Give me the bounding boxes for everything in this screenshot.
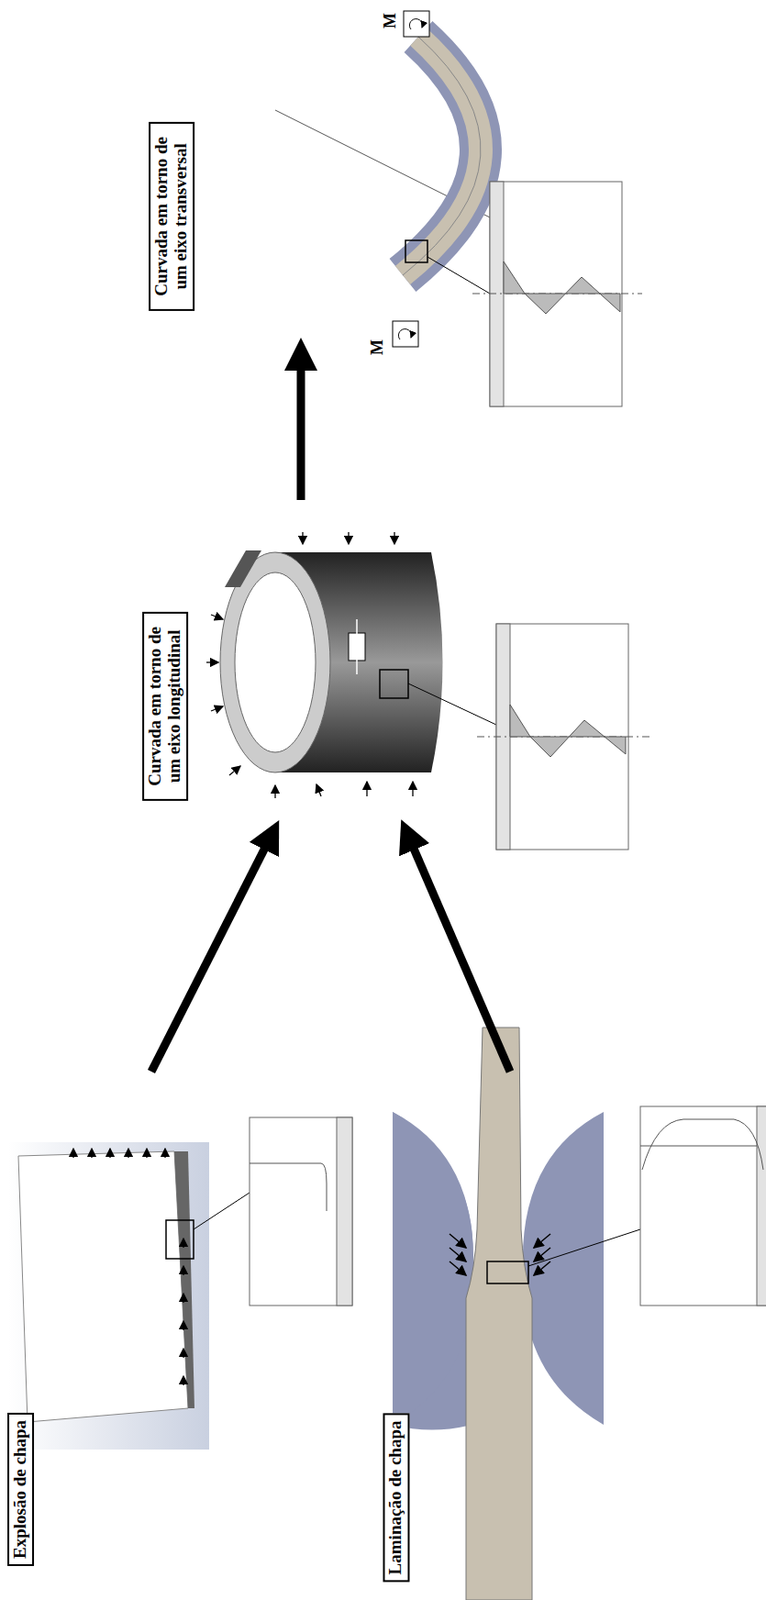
- label-text: Curvada em torno de um eixo transversal: [152, 129, 191, 304]
- moment-label: M: [367, 339, 388, 356]
- flow-arrow: [410, 842, 511, 1072]
- label-text: Curvada em torno de um eixo longitudinal: [145, 619, 185, 794]
- label-text: Explosão de chapa: [11, 1419, 31, 1558]
- label-box: Laminação de chapa: [382, 1412, 410, 1582]
- label-text: Laminação de chapa: [386, 1420, 406, 1575]
- label-box: Curvada em torno de um eixo transversal: [148, 122, 195, 311]
- flow-arrow: [297, 362, 306, 500]
- moment-label: M: [380, 12, 400, 29]
- label-box: Explosão de chapa: [7, 1411, 34, 1566]
- label-box: Curvada em torno de um eixo longitudinal: [142, 611, 189, 801]
- flow-arrow: [151, 842, 268, 1072]
